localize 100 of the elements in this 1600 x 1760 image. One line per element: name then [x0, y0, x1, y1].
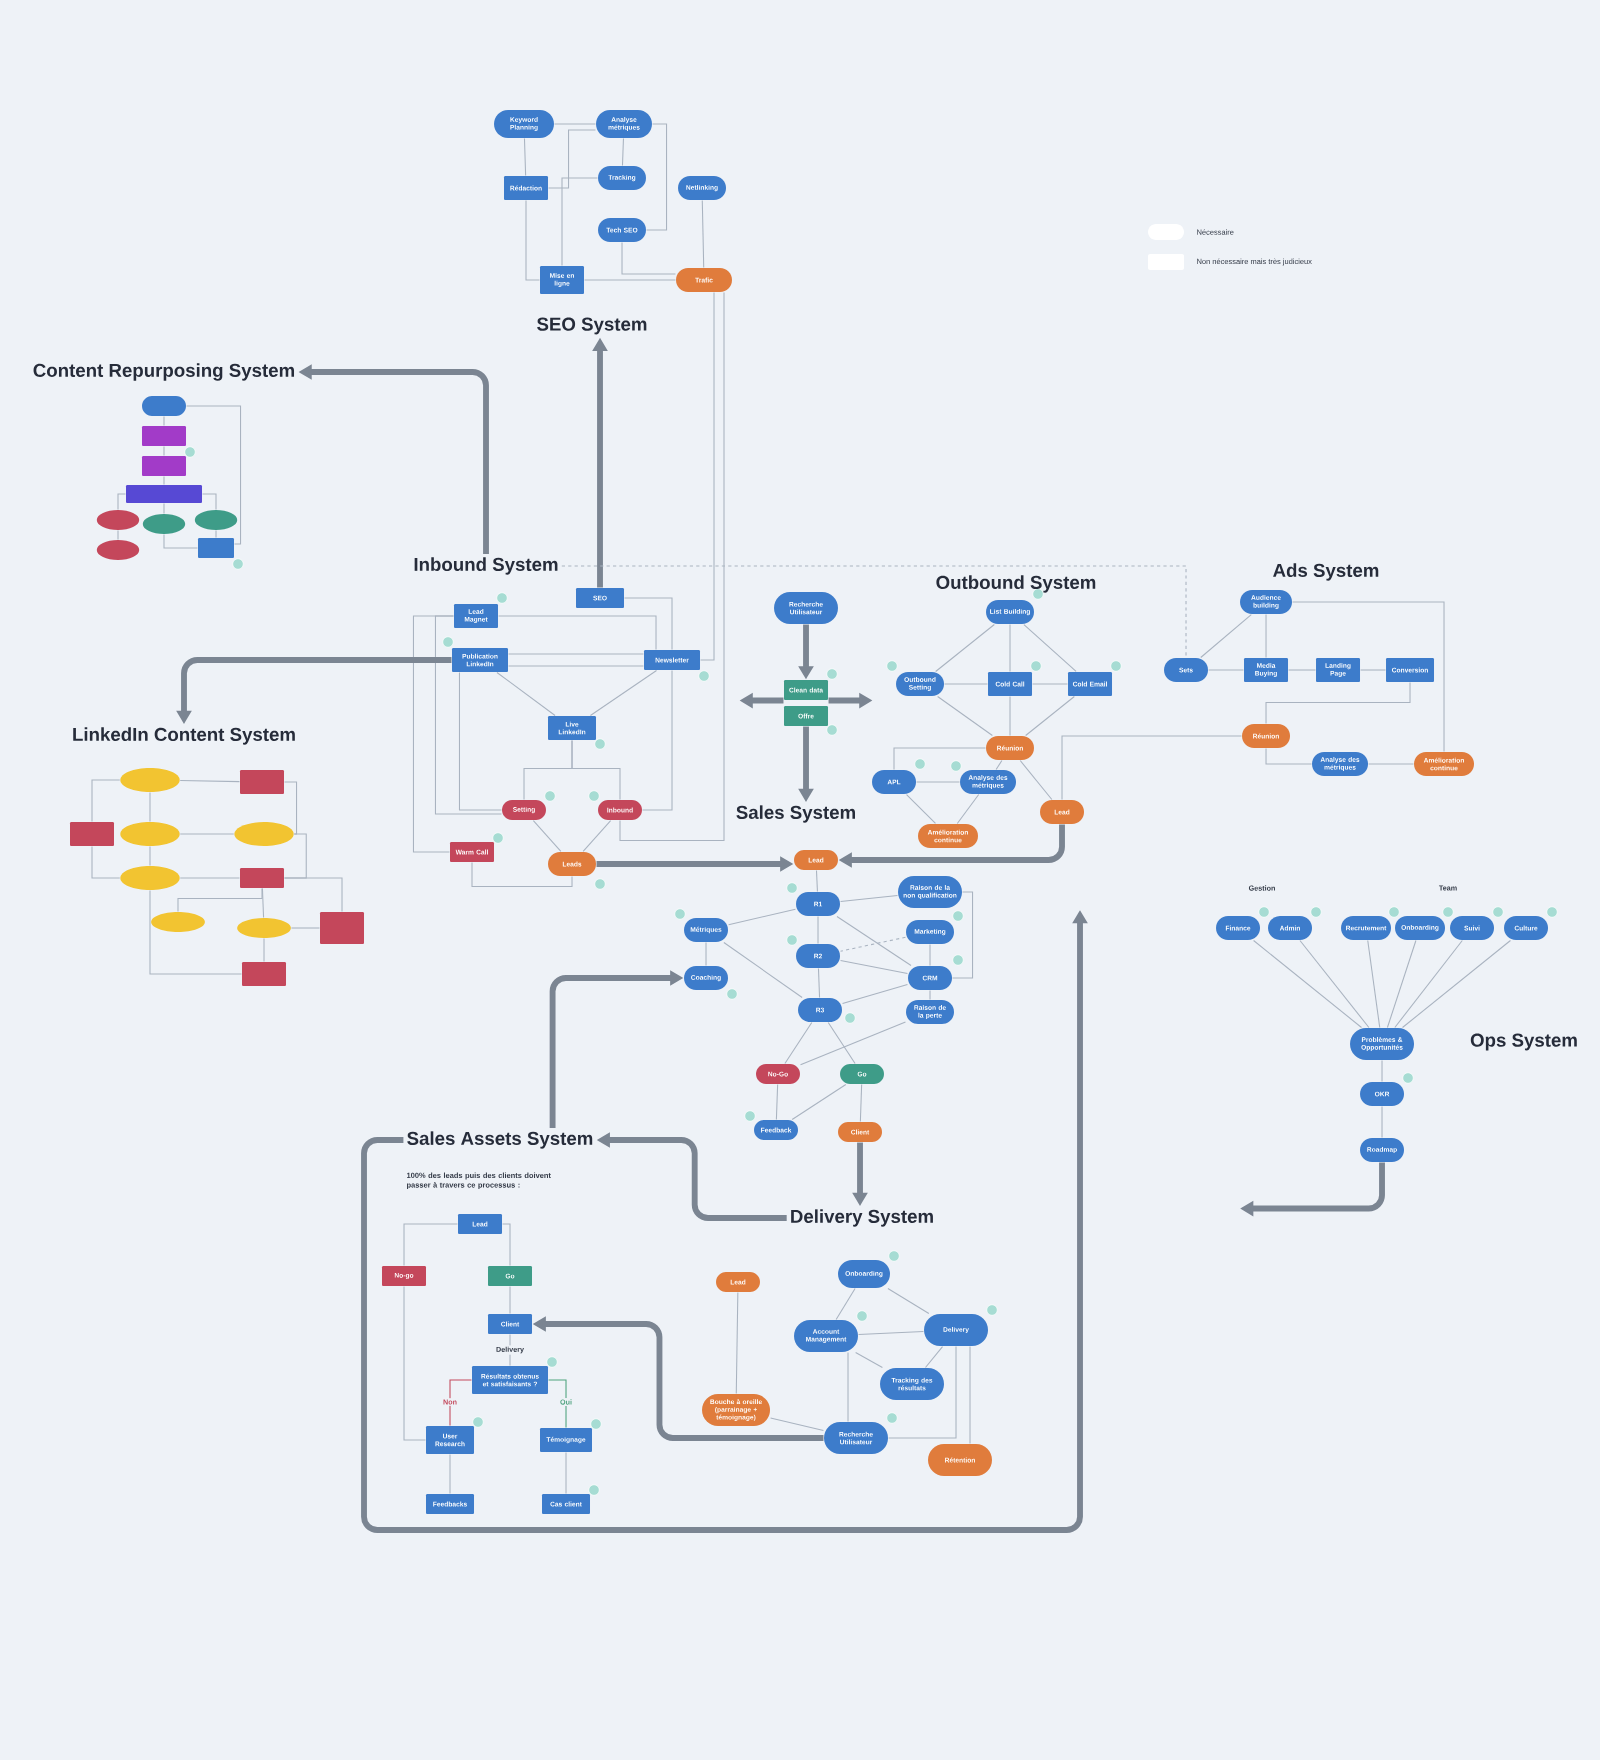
connector — [1200, 614, 1252, 658]
process-box — [70, 822, 114, 846]
connector — [791, 1084, 847, 1120]
connector — [582, 820, 612, 852]
connector — [836, 916, 912, 966]
process-box — [142, 426, 186, 446]
connector — [458, 672, 502, 811]
connector — [700, 292, 715, 661]
connector — [935, 624, 995, 672]
connector — [735, 1292, 739, 1394]
connector — [117, 493, 126, 510]
process-box — [320, 912, 364, 944]
connector — [163, 446, 165, 456]
connector — [91, 779, 121, 822]
ellipse-node — [151, 912, 205, 932]
connector — [770, 1417, 824, 1431]
process-box — [142, 456, 186, 476]
connector — [525, 200, 540, 281]
connector — [412, 615, 454, 853]
connector — [163, 476, 165, 485]
section-title: Content Repurposing System — [33, 363, 294, 381]
section-title: Sales Assets System — [407, 1131, 593, 1149]
connector — [956, 794, 980, 824]
section-title: Outbound System — [936, 575, 1096, 593]
process-box — [126, 485, 202, 503]
connector — [449, 1454, 451, 1494]
connector — [117, 530, 119, 540]
connector — [723, 942, 803, 998]
connector — [621, 138, 624, 166]
connector — [1009, 696, 1011, 736]
connector — [149, 890, 242, 975]
connector — [1299, 940, 1370, 1028]
connector — [1253, 940, 1363, 1028]
connector — [1368, 763, 1415, 765]
connector — [523, 138, 527, 176]
connector — [619, 292, 725, 842]
connector — [827, 1022, 856, 1064]
connector — [728, 908, 796, 926]
connector — [1025, 696, 1075, 736]
connector — [924, 1346, 944, 1368]
section-title: Ops System — [1470, 1033, 1577, 1051]
connector — [775, 1084, 779, 1120]
connector — [835, 1288, 856, 1320]
connector — [800, 1021, 906, 1066]
ellipse-node — [96, 540, 140, 560]
connector — [893, 747, 986, 770]
connector — [163, 503, 165, 514]
connector — [548, 1379, 567, 1428]
connector — [290, 927, 320, 929]
connector — [1265, 682, 1411, 724]
connector — [179, 877, 240, 879]
connector — [1019, 760, 1053, 800]
connector — [1394, 940, 1463, 1028]
connector — [179, 780, 240, 783]
section-title: Delivery System — [791, 1209, 933, 1227]
connector — [815, 870, 818, 892]
connector — [847, 1352, 849, 1422]
ellipse-node — [142, 514, 186, 534]
connector — [646, 123, 668, 231]
connector — [1265, 614, 1267, 658]
connector — [509, 1286, 511, 1314]
connector — [263, 938, 265, 962]
connector — [817, 968, 821, 998]
connector — [1292, 601, 1445, 752]
connector — [621, 242, 676, 275]
dashed-connector — [561, 565, 1187, 658]
connector — [1402, 940, 1511, 1028]
connector — [91, 846, 121, 879]
connector — [163, 416, 165, 426]
connector — [215, 530, 217, 538]
connector — [571, 740, 621, 800]
dashed-connector — [840, 936, 906, 952]
connector — [1208, 669, 1244, 671]
connector — [498, 615, 657, 650]
connector — [532, 820, 562, 852]
process-box — [242, 962, 286, 986]
connector — [705, 942, 707, 966]
connector — [403, 1223, 458, 1266]
ellipse-node — [120, 822, 180, 846]
ellipse-node — [120, 866, 180, 890]
connector — [1288, 669, 1316, 671]
connector — [842, 984, 908, 1004]
connector — [1265, 748, 1312, 765]
connector — [561, 177, 598, 266]
connector — [434, 615, 502, 815]
connector — [937, 696, 993, 736]
connector — [624, 597, 673, 650]
connector — [509, 1334, 511, 1366]
connector — [642, 670, 673, 811]
connector — [1381, 1106, 1383, 1138]
connector — [548, 129, 596, 189]
process-box — [240, 868, 284, 888]
connector — [149, 792, 151, 822]
connector — [888, 1346, 957, 1439]
connector — [969, 1346, 971, 1444]
connector — [784, 1022, 813, 1064]
connector — [179, 833, 235, 835]
connector — [1023, 624, 1077, 672]
connector — [859, 1084, 863, 1122]
ellipse-node — [237, 918, 291, 938]
